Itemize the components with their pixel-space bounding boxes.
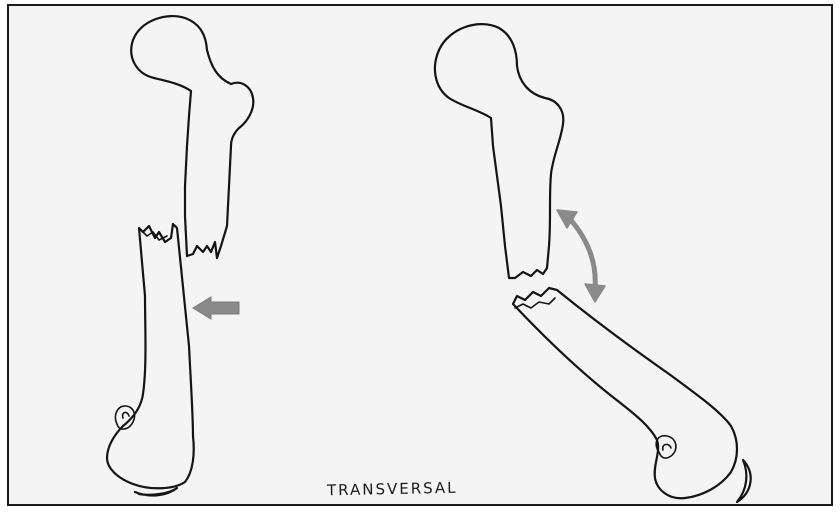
angulated-femur	[435, 24, 751, 502]
right-proximal-fragment	[435, 24, 563, 278]
left-distal-fragment	[107, 224, 194, 488]
left-condyle-inner	[123, 412, 129, 418]
right-patella-crescent	[737, 460, 751, 502]
curved-double-arrow-icon	[557, 210, 605, 302]
right-condyle-inner	[663, 444, 671, 450]
right-distal-fragment	[513, 288, 737, 498]
right-fracture-edge	[515, 298, 555, 308]
displaced-femur	[107, 16, 253, 495]
fracture-drawing	[9, 6, 833, 506]
illustration-frame: TRANSVERSAL	[7, 4, 833, 506]
left-proximal-fragment	[131, 16, 253, 258]
straight-left-arrow-icon	[193, 297, 239, 319]
right-condyle-detail	[656, 436, 676, 458]
diagram-caption: TRANSVERSAL	[327, 479, 458, 500]
